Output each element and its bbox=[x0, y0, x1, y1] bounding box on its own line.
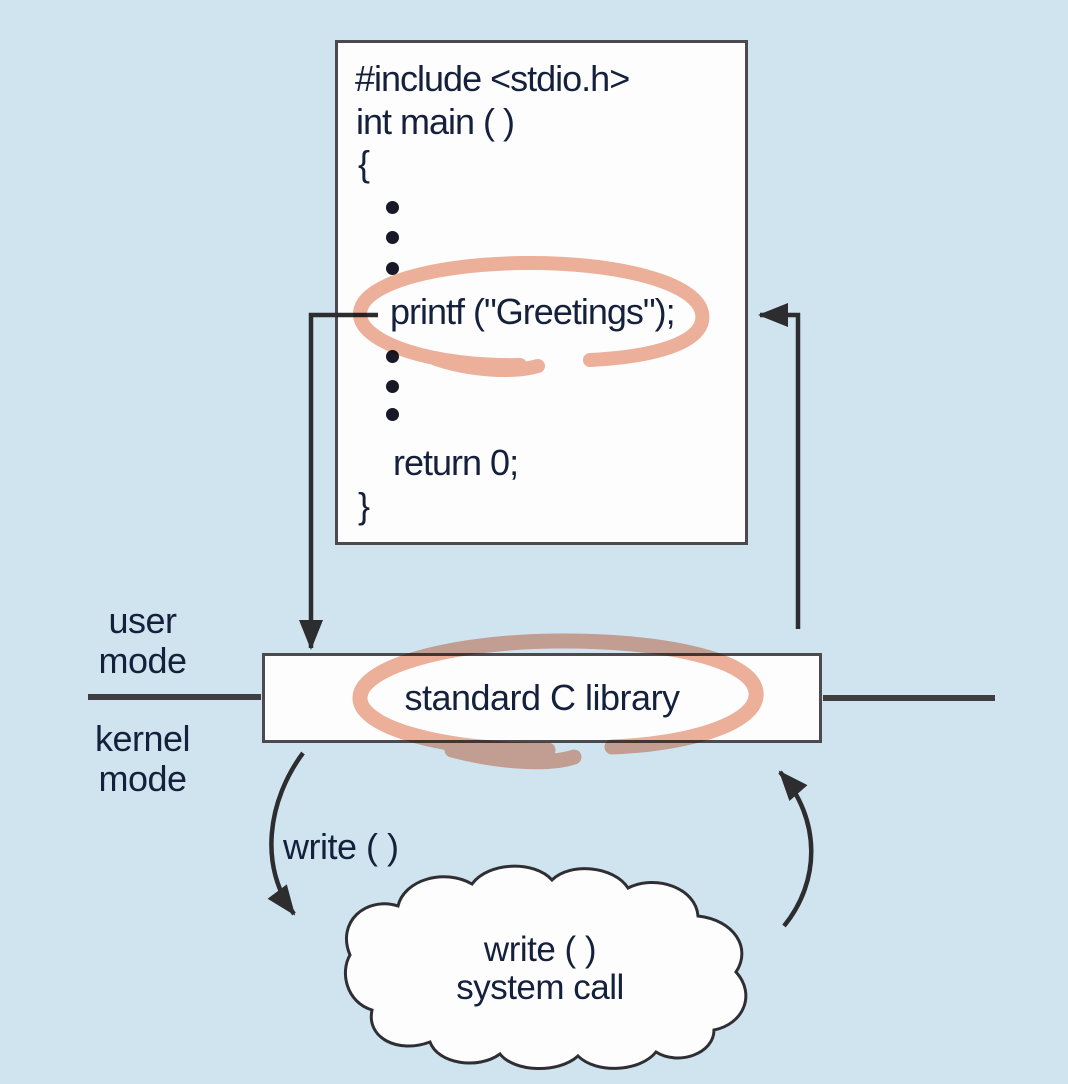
standard-c-library-bar: standard C library bbox=[262, 653, 822, 743]
library-to-printf-arrow bbox=[758, 303, 801, 629]
code-line-return: return 0; bbox=[393, 442, 519, 483]
kernel-mode-line2: mode bbox=[98, 758, 187, 799]
ellipsis-dot bbox=[386, 380, 399, 393]
ellipsis-dot bbox=[386, 408, 399, 421]
cloud-label: write ( ) system call bbox=[330, 931, 750, 1007]
cloud-label-line1: write ( ) bbox=[483, 930, 597, 969]
kernel-mode-line1: kernel bbox=[94, 718, 191, 759]
cloud-label-line2: system call bbox=[456, 968, 624, 1007]
library-bar-label: standard C library bbox=[404, 677, 680, 719]
ellipsis-dot bbox=[386, 262, 399, 275]
code-line-close-brace: } bbox=[358, 485, 370, 526]
syscall-to-library-arrow bbox=[778, 770, 814, 928]
kernel-mode-label: kernel mode bbox=[85, 719, 200, 799]
user-mode-label: user mode bbox=[85, 601, 200, 681]
ellipsis-dot bbox=[386, 201, 399, 214]
user-mode-line2: mode bbox=[98, 640, 187, 681]
code-line-main: int main ( ) bbox=[356, 101, 515, 142]
ellipsis-dot bbox=[386, 231, 399, 244]
user-mode-line1: user bbox=[108, 600, 177, 641]
code-line-printf: printf ("Greetings"); bbox=[390, 291, 676, 332]
ellipsis-dot bbox=[386, 350, 399, 363]
code-line-open-brace: { bbox=[358, 143, 370, 184]
code-line-include: #include <stdio.h> bbox=[355, 58, 630, 99]
write-call-label: write ( ) bbox=[283, 826, 399, 867]
